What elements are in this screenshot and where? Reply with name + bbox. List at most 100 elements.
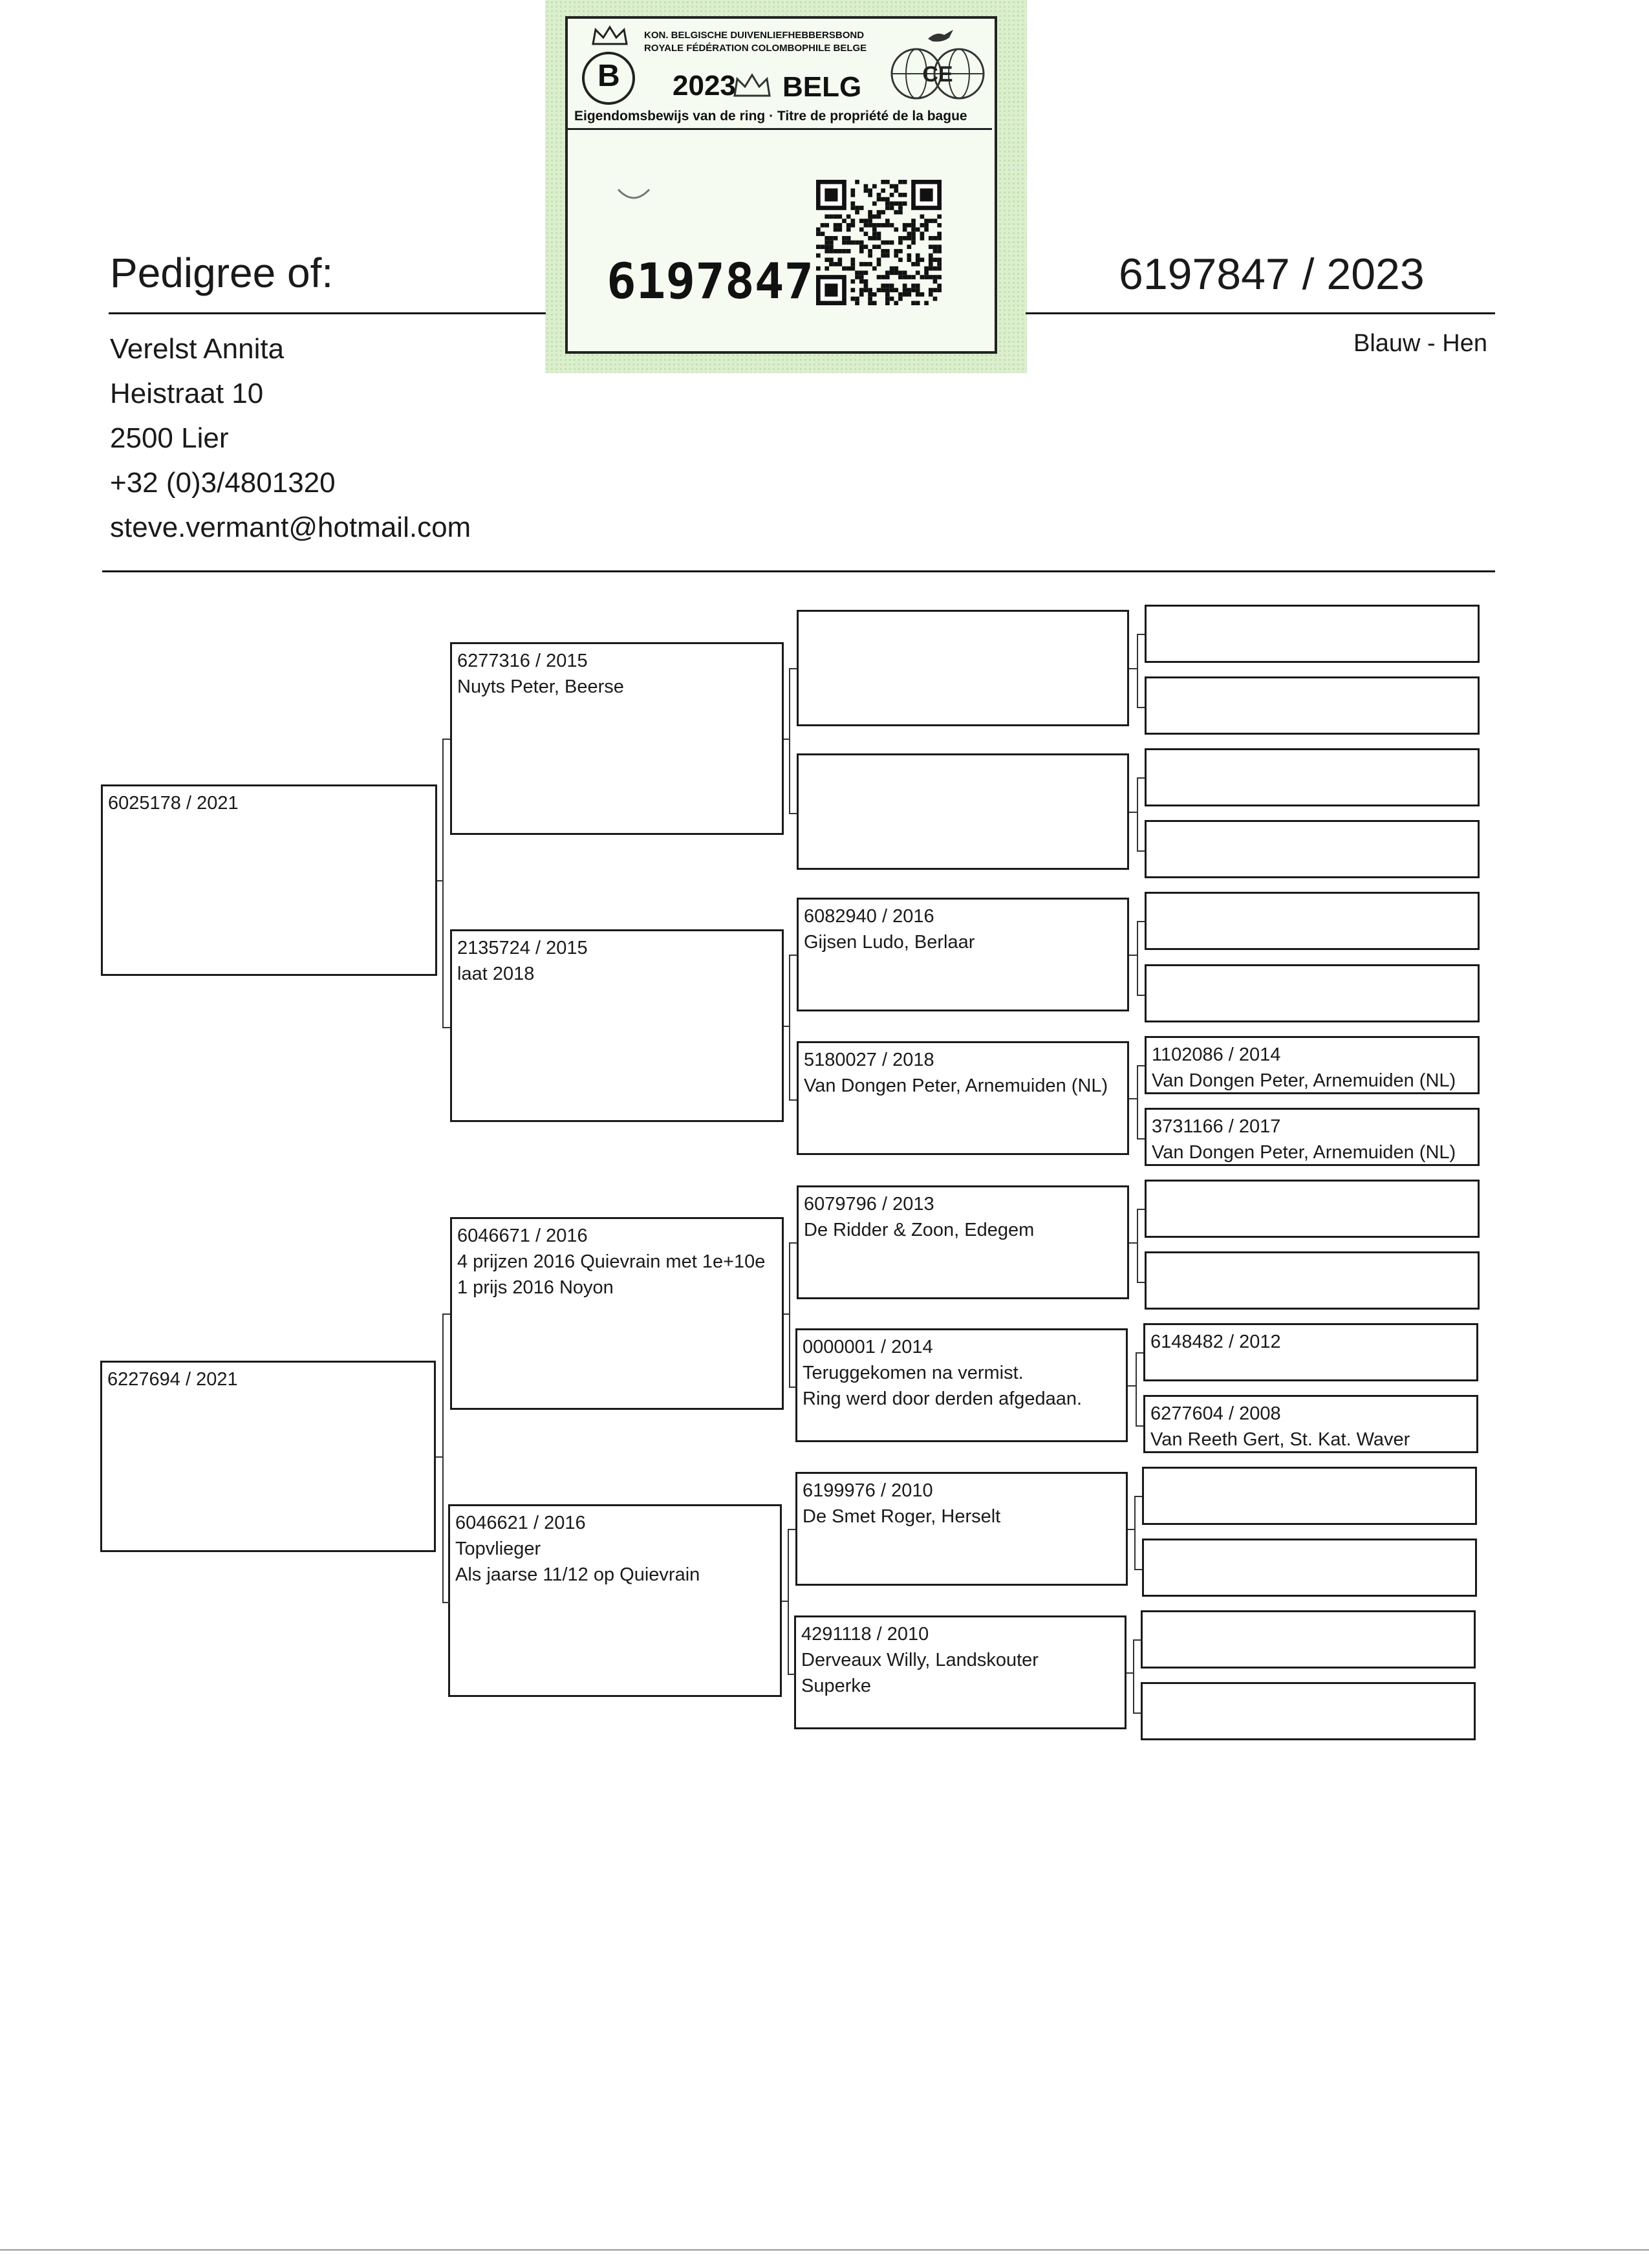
pedigree-box-g5-14 (1142, 1539, 1477, 1597)
ring-number: 1102086 / 2014 (1152, 1044, 1281, 1065)
globe-icon: CE (890, 48, 985, 100)
title-underline (109, 312, 546, 314)
connector-line (1129, 1098, 1137, 1099)
connector-line (1128, 1529, 1134, 1530)
pedigree-box-g5-5 (1145, 892, 1480, 950)
page-title: Pedigree of: (110, 250, 334, 296)
pigeon-info: 1 prijs 2016 Noyon (457, 1277, 614, 1298)
pigeon-info: Nuyts Peter, Beerse (457, 676, 624, 697)
ring-number: 6082940 / 2016 (804, 906, 934, 927)
pigeon-info: Teruggekomen na vermist. (803, 1363, 1024, 1383)
pigeon-icon (928, 30, 953, 42)
pigeon-info: Ring werd door derden afgedaan. (803, 1388, 1083, 1409)
connector-line (436, 1456, 442, 1458)
pedigree-box-ssd (797, 753, 1129, 870)
logo-letter: B (598, 59, 620, 93)
globe-text: CE (922, 62, 953, 87)
pigeon-info: De Smet Roger, Herselt (803, 1506, 1001, 1527)
owner-phone: +32 (0)3/4801320 (110, 467, 336, 499)
connector-line (1129, 1242, 1137, 1244)
color-sex: Blauw - Hen (1353, 330, 1487, 357)
connector-line (1129, 668, 1137, 669)
pedigree-box-dds: 6199976 / 2010 De Smet Roger, Herselt (795, 1472, 1128, 1586)
certificate-org-nl: KON. BELGISCHE DUIVENLIEFHEBBERSBOND (644, 30, 865, 41)
scan-edge (0, 2249, 1649, 2251)
qr-code (816, 180, 942, 305)
connector-bracket (789, 668, 797, 814)
certificate-org-fr: ROYALE FÉDÉRATION COLOMBOPHILE BELGE (644, 43, 867, 54)
connector-bracket (1133, 1639, 1141, 1714)
ring-number: 6046621 / 2016 (455, 1513, 586, 1533)
crown-emblem-icon (733, 73, 771, 97)
connector-line (1129, 812, 1137, 813)
pigeon-info: De Ridder & Zoon, Edegem (804, 1220, 1035, 1240)
connector-bracket (1134, 1496, 1142, 1570)
connector-bracket (1137, 777, 1145, 852)
pigeon-info: Van Dongen Peter, Arnemuiden (NL) (1152, 1070, 1456, 1091)
connector-line (1129, 955, 1137, 956)
connector-line (1126, 1672, 1133, 1674)
certificate-ring-number: 6197847 (607, 252, 814, 310)
ring-underline (1026, 312, 1495, 314)
pigeon-info: Gijsen Ludo, Berlaar (804, 932, 975, 953)
pigeon-info: 4 prijzen 2016 Quievrain met 1e+10e (457, 1251, 766, 1272)
pigeon-info: Van Dongen Peter, Arnemuiden (NL) (804, 1075, 1108, 1096)
pigeon-info: Als jaarse 11/12 op Quievrain (455, 1564, 700, 1585)
pedigree-box-sss (797, 610, 1129, 726)
header-divider (102, 570, 1495, 572)
connector-line (784, 739, 789, 740)
connector-bracket (1137, 634, 1145, 708)
certificate-year: 2023 (673, 70, 736, 102)
ring-number: 6277604 / 2008 (1150, 1403, 1281, 1424)
pedigree-box-ds: 6046671 / 2016 4 prijzen 2016 Quievrain m… (450, 1217, 784, 1410)
ring-number: 6227694 / 2021 (107, 1369, 238, 1390)
pigeon-info: Topvlieger (455, 1539, 541, 1559)
pedigree-box-g5-15 (1141, 1610, 1476, 1669)
connector-bracket (1137, 1065, 1145, 1139)
pedigree-box-dam: 6227694 / 2021 (100, 1361, 436, 1552)
federation-logo: B (582, 52, 635, 105)
connector-bracket (442, 1313, 450, 1603)
ring-number: 6046671 / 2016 (457, 1226, 588, 1246)
ring-number: 6199976 / 2010 (803, 1480, 933, 1501)
crown-icon (592, 25, 628, 45)
ring-number: 5180027 / 2018 (804, 1050, 934, 1070)
pigeon-info: Van Dongen Peter, Arnemuiden (NL) (1152, 1142, 1456, 1163)
hole-mark (617, 188, 651, 199)
ring-number: 3731166 / 2017 (1152, 1116, 1281, 1137)
certificate-subtitle: Eigendomsbewijs van de ring · Titre de p… (574, 109, 967, 124)
pigeon-info: Van Reeth Gert, St. Kat. Waver (1150, 1429, 1410, 1450)
pedigree-box-g5-2 (1145, 676, 1480, 735)
connector-bracket (788, 1529, 795, 1675)
connector-bracket (442, 739, 450, 1028)
connector-line (784, 1026, 789, 1027)
ring-number: 2135724 / 2015 (457, 938, 588, 958)
pigeon-info: Superke (801, 1676, 872, 1696)
connector-bracket (1137, 921, 1145, 996)
pedigree-box-g5-3 (1145, 748, 1480, 806)
connector-bracket (789, 1242, 797, 1388)
connector-bracket (1137, 1209, 1145, 1283)
connector-line (437, 880, 442, 881)
pedigree-box-g5-13 (1142, 1467, 1477, 1525)
owner-street: Heistraat 10 (110, 378, 264, 409)
ring-number: 6079796 / 2013 (804, 1194, 934, 1215)
connector-line (784, 1313, 789, 1315)
pedigree-box-g5-10 (1145, 1251, 1480, 1310)
ring-number: 6148482 / 2012 (1150, 1332, 1281, 1352)
certificate-divider (568, 128, 992, 130)
ring-number: 0000001 / 2014 (803, 1337, 933, 1357)
pedigree-box-g5-9 (1145, 1180, 1480, 1238)
owner-name: Verelst Annita (110, 333, 285, 365)
pedigree-box-sire: 6025178 / 2021 (101, 784, 437, 976)
pigeon-info: Derveaux Willy, Landskouter (801, 1650, 1039, 1670)
